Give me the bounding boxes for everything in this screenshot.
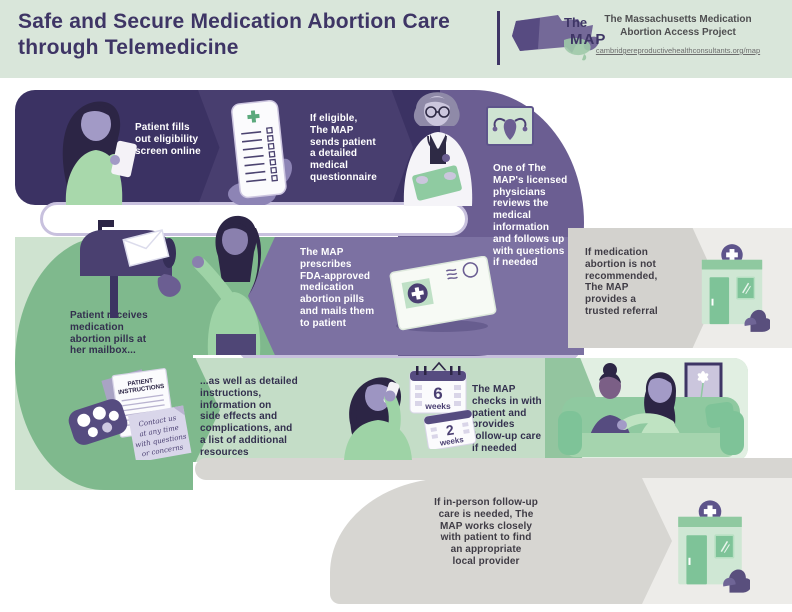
patient-at-mailbox-illustration: [192, 215, 262, 355]
header-divider: [497, 11, 500, 65]
ribbon-gray-strip: [195, 458, 792, 480]
calendar1-number: 6: [433, 384, 442, 403]
org-name-line2: Abortion Access Project: [620, 27, 736, 38]
eligibility-checklist-phone-illustration: [228, 100, 293, 205]
title-line1: Safe and Secure Medication Abortion Care: [18, 10, 450, 33]
calendar1-unit: weeks: [424, 401, 451, 411]
page-title: Safe and Secure Medication Abortion Care…: [18, 9, 450, 60]
calendar2-number: 2: [445, 421, 455, 438]
referral-clinic-illustration: [701, 244, 770, 332]
pills-and-instructions-illustration: PATIENT INSTRUCTIONS Contact us at any t…: [68, 368, 192, 460]
massachusetts-map-icon: The MAP: [512, 15, 606, 61]
logo-map: MAP: [570, 31, 606, 48]
step8-label: The MAP checks in with patient and provi…: [472, 384, 542, 454]
map-logo: The MAP: [506, 6, 606, 70]
step5-label: The MAP prescribes FDA-approved medicati…: [300, 247, 375, 329]
medication-envelope-illustration: [389, 256, 497, 332]
patient-phone-checkin-illustration: [344, 377, 412, 460]
patient-with-phone-illustration: [62, 101, 137, 205]
logo-the: The: [564, 15, 587, 30]
org-website-link[interactable]: cambridgereproductivehealthconsultants.o…: [595, 46, 761, 55]
title-line2: through Telemedicine: [18, 35, 239, 59]
org-name-line1: The Massachusetts Medication: [604, 14, 752, 25]
step7-label: ...as well as detailed instructions, inf…: [200, 376, 298, 458]
step2-label: If eligible, The MAP sends patient a det…: [310, 113, 377, 183]
follow-up-calendars-illustration: 6 weeks 2 weeks: [409, 361, 477, 449]
step1-label: Patient fills out eligibility screen onl…: [135, 122, 201, 157]
org-block: The Massachusetts Medication Abortion Ac…: [578, 13, 778, 58]
step9-label: If in-person follow-up care is needed, T…: [434, 497, 538, 567]
support-couch-illustration: [558, 362, 744, 457]
patient-instructions-title-line1: PATIENT: [127, 377, 153, 388]
step3-label: One of The MAP's licensed physicians rev…: [493, 163, 568, 269]
calendar2-unit: weeks: [438, 435, 465, 448]
step4-label: If medication abortion is not recommende…: [585, 247, 658, 317]
step6-label: Patient receives medication abortion pil…: [70, 310, 148, 357]
referral-branch-arrow: [568, 228, 720, 348]
uterus-frame-icon: [486, 106, 534, 146]
local-provider-clinic-illustration: [678, 500, 750, 593]
physician-illustration: [403, 92, 473, 206]
mailbox-illustration: [80, 220, 181, 318]
header: Safe and Secure Medication Abortion Care…: [0, 0, 792, 78]
